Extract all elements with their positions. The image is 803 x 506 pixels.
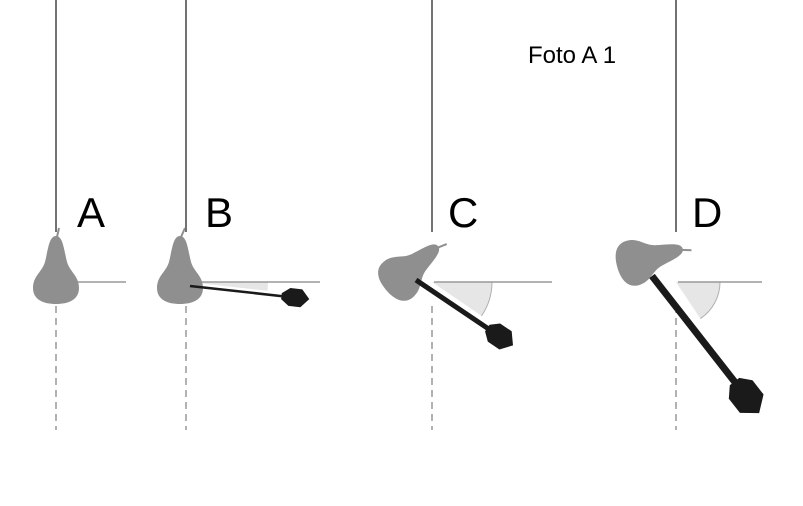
panel-label-c: C — [448, 189, 479, 236]
panel-d — [615, 0, 764, 430]
angle-wedge — [432, 282, 492, 316]
arrow-icon — [414, 277, 513, 350]
panel-c — [378, 0, 552, 430]
angle-wedge — [188, 282, 268, 291]
panel-a — [33, 0, 126, 430]
angle-wedge — [676, 282, 720, 319]
pear-icon — [33, 227, 79, 304]
angle-arc — [700, 281, 721, 320]
arrow-icon — [649, 273, 764, 414]
photo-caption: Foto A 1 — [528, 42, 617, 69]
pear-icon — [157, 227, 203, 304]
pear-icon — [378, 243, 448, 301]
panel-label-b: B — [205, 189, 234, 236]
pear-icon — [615, 240, 692, 286]
panel-label-d: D — [692, 189, 723, 236]
angle-arc — [481, 281, 493, 317]
arrow-icon — [189, 284, 310, 308]
panel-b — [157, 0, 320, 430]
panel-label-a: A — [77, 189, 106, 236]
